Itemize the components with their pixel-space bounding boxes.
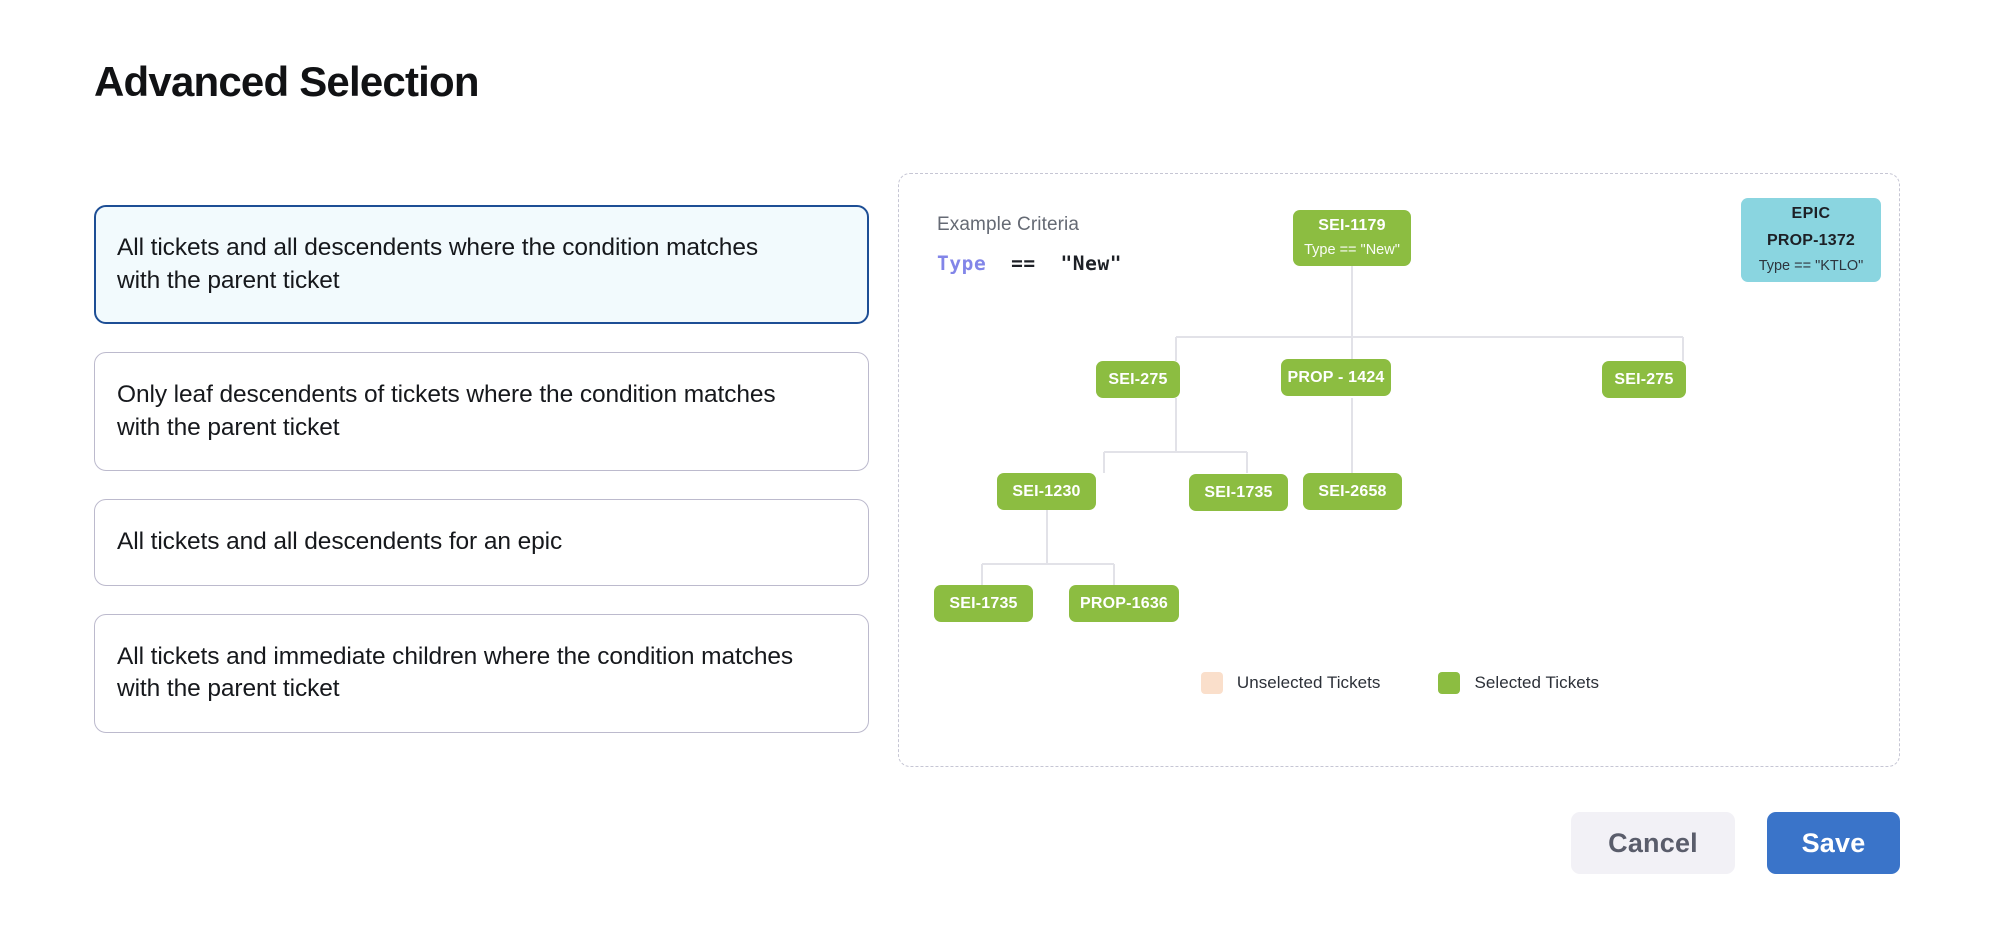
save-button[interactable]: Save xyxy=(1767,812,1900,874)
legend-swatch-unselected xyxy=(1200,672,1223,694)
legend-item-selected: Selected Tickets xyxy=(1438,672,1599,694)
node-id: SEI-1735 xyxy=(949,594,1018,612)
cancel-button[interactable]: Cancel xyxy=(1571,812,1735,874)
tree-node-sei-275-right[interactable]: SEI-275 xyxy=(1602,361,1686,398)
page-title: Advanced Selection xyxy=(94,58,480,105)
option-label: All tickets and all descendents for an e… xyxy=(117,528,563,556)
tree-node-prop-1424[interactable]: PROP - 1424 xyxy=(1281,359,1391,396)
option-label: All tickets and immediate children where… xyxy=(117,642,794,703)
node-id: SEI-1735 xyxy=(1204,483,1273,501)
legend-label: Selected Tickets xyxy=(1474,673,1600,692)
option-label: All tickets and all descendents where th… xyxy=(117,234,758,294)
node-subtitle: Type == "KTLO" xyxy=(1758,257,1864,274)
node-id: PROP-1636 xyxy=(1079,594,1169,612)
option-card-leaf-descendents[interactable]: Only leaf descendents of tickets where t… xyxy=(94,352,869,472)
node-id: PROP - 1424 xyxy=(1287,368,1385,386)
node-id: SEI-1179 xyxy=(1318,217,1386,235)
node-id: SEI-275 xyxy=(1614,370,1674,388)
dialog-actions: Cancel Save xyxy=(1571,812,1900,874)
criteria-expression: Type == "New" xyxy=(937,252,1122,275)
legend-swatch-selected xyxy=(1438,672,1461,694)
tree-node-sei-275-left[interactable]: SEI-275 xyxy=(1096,361,1180,398)
node-id: SEI-1230 xyxy=(1012,482,1081,500)
option-card-immediate-children[interactable]: All tickets and immediate children where… xyxy=(94,613,869,734)
tree-node-sei-2658[interactable]: SEI-2658 xyxy=(1303,473,1402,510)
tree-connectors xyxy=(981,266,1684,585)
option-label: Only leaf descendents of tickets where t… xyxy=(117,381,776,441)
node-kind: EPIC xyxy=(1791,205,1831,223)
node-id: PROP-1372 xyxy=(1766,231,1856,249)
example-diagram-panel: Example Criteria Type == "New" xyxy=(898,173,1900,767)
option-card-all-descendents[interactable]: All tickets and all descendents where th… xyxy=(94,205,869,325)
ticket-tree: SEI-1179 Type == "New" EPIC PROP-1372 Ty… xyxy=(899,174,1901,768)
legend-label: Unselected Tickets xyxy=(1236,673,1381,692)
tree-node-sei-1179[interactable]: SEI-1179 Type == "New" xyxy=(1293,210,1411,266)
diagram-legend: Unselected Tickets Selected Tickets xyxy=(899,672,1901,694)
criteria-operator: == xyxy=(1011,252,1036,275)
criteria-field: Type xyxy=(937,252,987,275)
node-subtitle: Type == "New" xyxy=(1304,242,1400,259)
node-id: SEI-275 xyxy=(1108,370,1168,388)
option-list: All tickets and all descendents where th… xyxy=(94,205,869,761)
tree-node-sei-1230[interactable]: SEI-1230 xyxy=(997,473,1096,510)
node-id: SEI-2658 xyxy=(1318,482,1387,500)
tree-node-sei-1735-lower[interactable]: SEI-1735 xyxy=(934,585,1033,622)
tree-node-epic-prop-1372[interactable]: EPIC PROP-1372 Type == "KTLO" xyxy=(1741,198,1881,282)
tree-node-prop-1636[interactable]: PROP-1636 xyxy=(1069,585,1179,622)
legend-item-unselected: Unselected Tickets xyxy=(1200,672,1381,694)
criteria-value: "New" xyxy=(1060,252,1123,275)
criteria-title: Example Criteria xyxy=(937,214,1080,235)
option-card-epic-descendents[interactable]: All tickets and all descendents for an e… xyxy=(94,499,869,586)
tree-node-sei-1735-upper[interactable]: SEI-1735 xyxy=(1189,474,1288,511)
